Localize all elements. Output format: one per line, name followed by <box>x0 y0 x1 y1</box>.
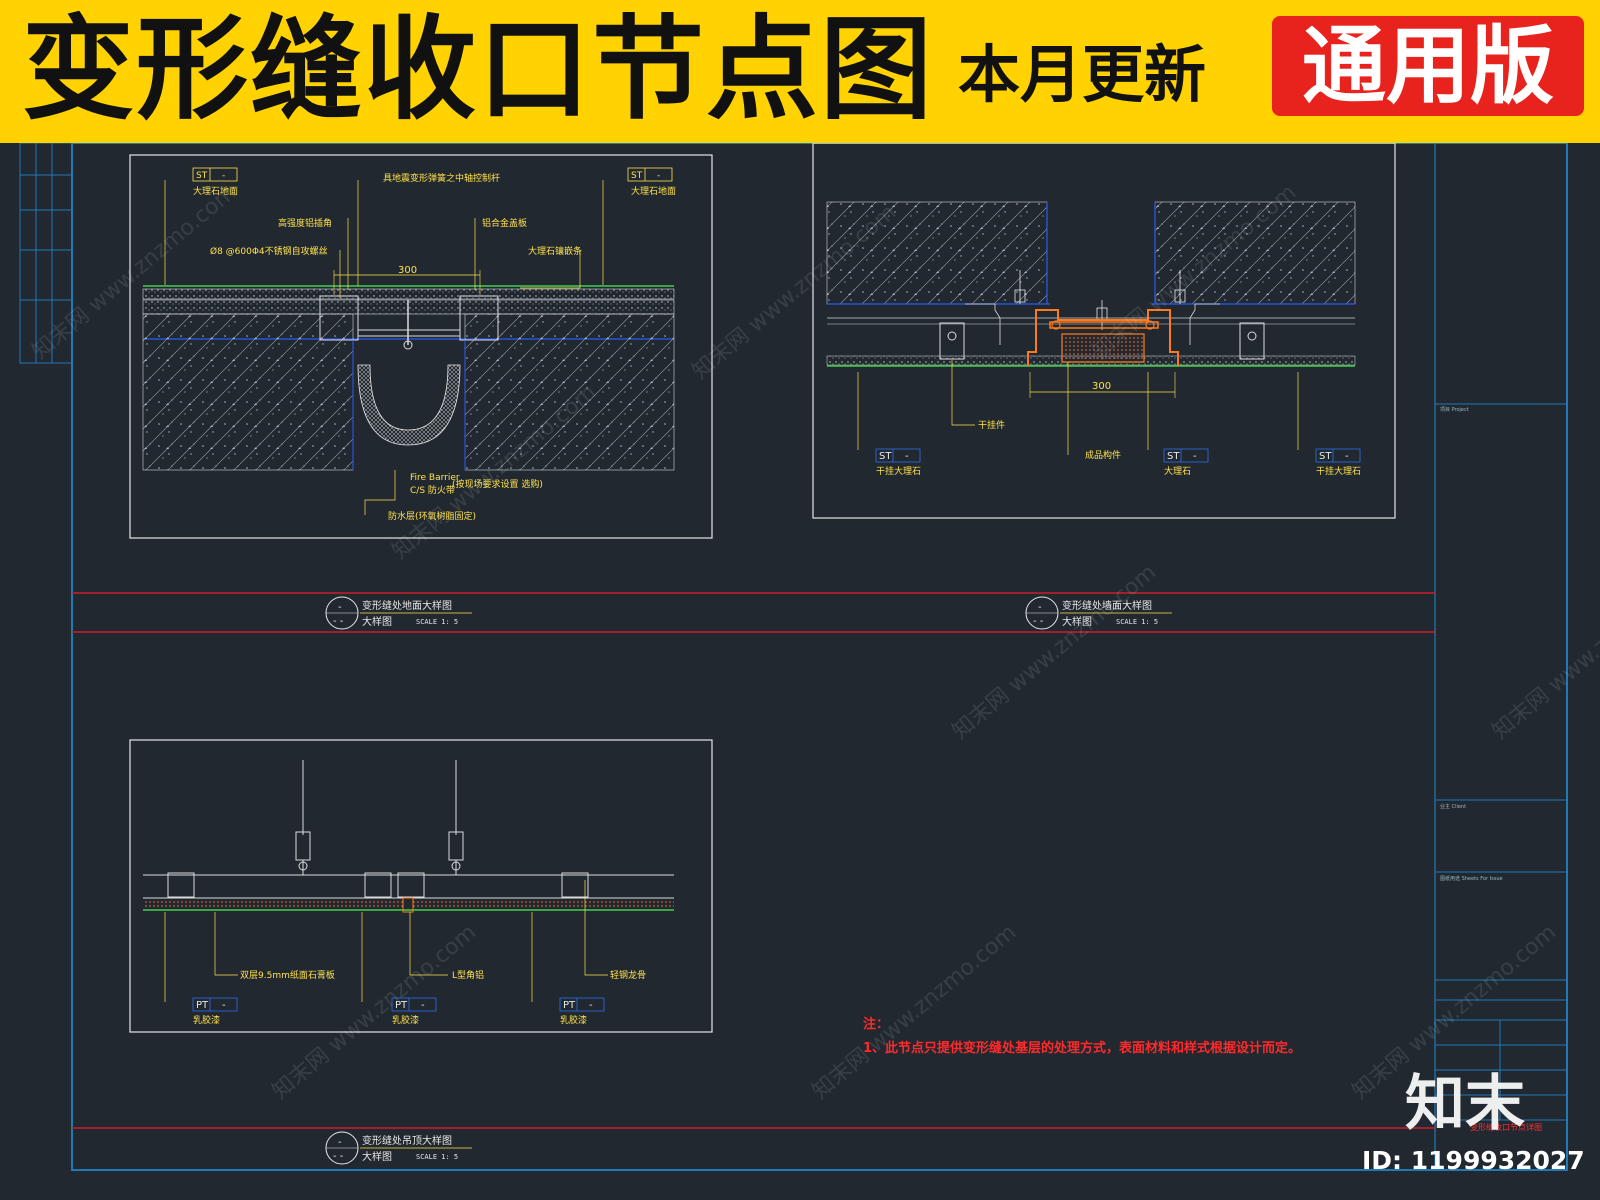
d2-label-marble: 大理石 <box>1164 465 1191 477</box>
d2-caption-sub: 大样图 <box>1062 615 1092 628</box>
title-block: 项目 Project 业主 Client 图纸用途 Sheets For Iss… <box>1435 403 1567 1132</box>
version-badge: 通用版 <box>1272 16 1584 116</box>
d1-dim-300: 300 <box>398 265 417 276</box>
titleblock-project: 项目 Project <box>1440 407 1469 413</box>
d1-fire-note: (按现场要求设置 选购) <box>452 478 543 490</box>
svg-text:ST: ST <box>879 451 892 462</box>
detail-ceiling-joint: PT - PT - PT - 双层9.5mm纸面石膏板 L型角铝 轻钢龙骨 乳胶… <box>129 739 713 1033</box>
header-banner: 变形缝收口节点图 本月更新 通用版 <box>0 0 1600 143</box>
svg-text:ST: ST <box>1167 451 1180 462</box>
section-dividers <box>72 592 1435 1129</box>
d3-caption: - - - 变形缝处吊顶大样图 大样图 SCALE 1: 5 <box>325 1131 472 1165</box>
d3-caption-title: 变形缝处吊顶大样图 <box>362 1134 452 1147</box>
svg-text:-: - <box>589 1000 593 1011</box>
svg-text:知末网 www.znzmo.com: 知末网 www.znzmo.com <box>1488 560 1600 745</box>
cad-drawing-sheet: 项目 Project 业主 Client 图纸用途 Sheets For Iss… <box>19 143 1600 1171</box>
d3-label-latex-3: 乳胶漆 <box>560 1014 587 1026</box>
d1-fire-barrier-cn: C/S 防火带 <box>410 484 455 496</box>
d2-label-dry-hang: 干挂件 <box>978 419 1005 431</box>
d2-dim-300: 300 <box>1092 381 1111 392</box>
banner-title: 变形缝收口节点图 <box>22 5 934 135</box>
sheet-frame <box>19 143 1568 1171</box>
svg-text:PT: PT <box>196 1000 209 1011</box>
svg-text:-: - <box>657 171 660 181</box>
d2-caption-scale: SCALE 1: 5 <box>1116 618 1158 626</box>
svg-text:-: - <box>1038 602 1042 613</box>
d2-tag-3: ST - <box>1315 448 1361 463</box>
d1-waterproof: 防水层(环氧树脂固定) <box>388 510 476 522</box>
svg-text:-: - <box>338 1137 342 1148</box>
d1-label-marble-left: 大理石地面 <box>193 185 238 197</box>
svg-text:-: - <box>222 171 225 181</box>
svg-text:-: - <box>421 1000 425 1011</box>
svg-text:ST: ST <box>631 171 643 181</box>
svg-text:-: - <box>222 1000 226 1011</box>
d2-label-product: 成品构件 <box>1085 449 1121 461</box>
titleblock-client: 业主 Client <box>1440 803 1466 810</box>
svg-text:知末网 www.znzmo.com: 知末网 www.znzmo.com <box>948 560 1161 745</box>
svg-text:-: - <box>338 602 342 613</box>
d2-caption: - - - 变形缝处墙面大样图 大样图 SCALE 1: 5 <box>1025 596 1172 630</box>
brand-logo: 知末 <box>1405 1069 1525 1139</box>
d3-label-l-angle: L型角铝 <box>452 969 484 981</box>
d2-tag-1: ST - <box>875 448 921 463</box>
svg-text:知末网 www.znzmo.com: 知末网 www.znzmo.com <box>268 920 481 1105</box>
svg-text:ST: ST <box>196 171 208 181</box>
d1-label-aluminum-cover: 铝合金盖板 <box>482 217 527 229</box>
svg-text:-: - <box>905 451 909 462</box>
d1-label-marble-strip: 大理石镶嵌条 <box>528 245 582 257</box>
d1-caption: - - - 变形缝处地面大样图 大样图 SCALE 1: 5 <box>325 596 472 630</box>
svg-text:PT: PT <box>395 1000 408 1011</box>
d3-label-latex-2: 乳胶漆 <box>392 1014 419 1026</box>
svg-text:PT: PT <box>563 1000 576 1011</box>
d2-label-dry-marble-left: 干挂大理石 <box>876 465 921 477</box>
banner-subtitle: 本月更新 <box>958 38 1207 111</box>
d1-label-steel-bolt: Ø8 @600Φ4不锈钢自攻螺丝 <box>210 245 328 257</box>
d1-label-marble-right: 大理石地面 <box>631 185 676 197</box>
svg-text:-: - <box>1193 451 1197 462</box>
d2-tag-2: ST - <box>1163 448 1209 463</box>
svg-text:- -: - - <box>333 616 344 627</box>
svg-text:ST: ST <box>1319 451 1332 462</box>
d3-tag-2: PT - <box>391 997 437 1012</box>
d2-caption-title: 变形缝处墙面大样图 <box>1062 599 1152 612</box>
d3-tag-1: PT - <box>192 997 238 1012</box>
note-text: 1、此节点只提供变形缝处基层的处理方式，表面材料和样式根据设计而定。 <box>863 1040 1301 1056</box>
d3-caption-scale: SCALE 1: 5 <box>416 1153 458 1161</box>
d1-label-top-note: 具地震变形弹簧之中轴控制杆 <box>383 172 500 184</box>
d3-label-keel: 轻钢龙骨 <box>610 969 646 981</box>
note-heading: 注： <box>863 1016 889 1032</box>
svg-text:- -: - - <box>1033 616 1044 627</box>
d1-caption-scale: SCALE 1: 5 <box>416 618 458 626</box>
d2-label-dry-marble-right: 干挂大理石 <box>1316 465 1361 477</box>
d3-tag-3: PT - <box>559 997 605 1012</box>
detail-floor-joint: 300 ST - ST - 大理石地面 大理石地面 具地震变形弹簧之中轴控制杆 … <box>129 154 713 539</box>
detail-wall-joint: 300 ST - ST - ST - 干挂件 成品构件 干挂大理石 大理石 <box>812 143 1396 519</box>
d1-tag-left: ST - <box>192 167 238 182</box>
general-note: 注： 1、此节点只提供变形缝处基层的处理方式，表面材料和样式根据设计而定。 <box>863 1016 1301 1056</box>
d1-tag-right: ST - <box>627 167 673 182</box>
titleblock-drawing-name: 变形缝收口节点详图 <box>1470 1122 1542 1132</box>
d3-label-gypsum: 双层9.5mm纸面石膏板 <box>240 969 335 981</box>
d1-fire-barrier-en: Fire Barrier <box>410 473 460 483</box>
d3-label-latex-1: 乳胶漆 <box>193 1014 220 1026</box>
d1-label-hi-strength: 高强度铝插角 <box>278 217 332 229</box>
d1-caption-title: 变形缝处地面大样图 <box>362 599 452 612</box>
d1-caption-sub: 大样图 <box>362 615 392 628</box>
svg-text:知末网 www.znzmo.com: 知末网 www.znzmo.com <box>808 920 1021 1105</box>
svg-text:-: - <box>1345 451 1349 462</box>
titleblock-sheet-for: 图纸用途 Sheets For Issue <box>1440 875 1503 882</box>
image-id-label: ID: 1199932027 <box>1362 1146 1585 1175</box>
d3-caption-sub: 大样图 <box>362 1150 392 1163</box>
svg-text:- -: - - <box>333 1151 344 1162</box>
